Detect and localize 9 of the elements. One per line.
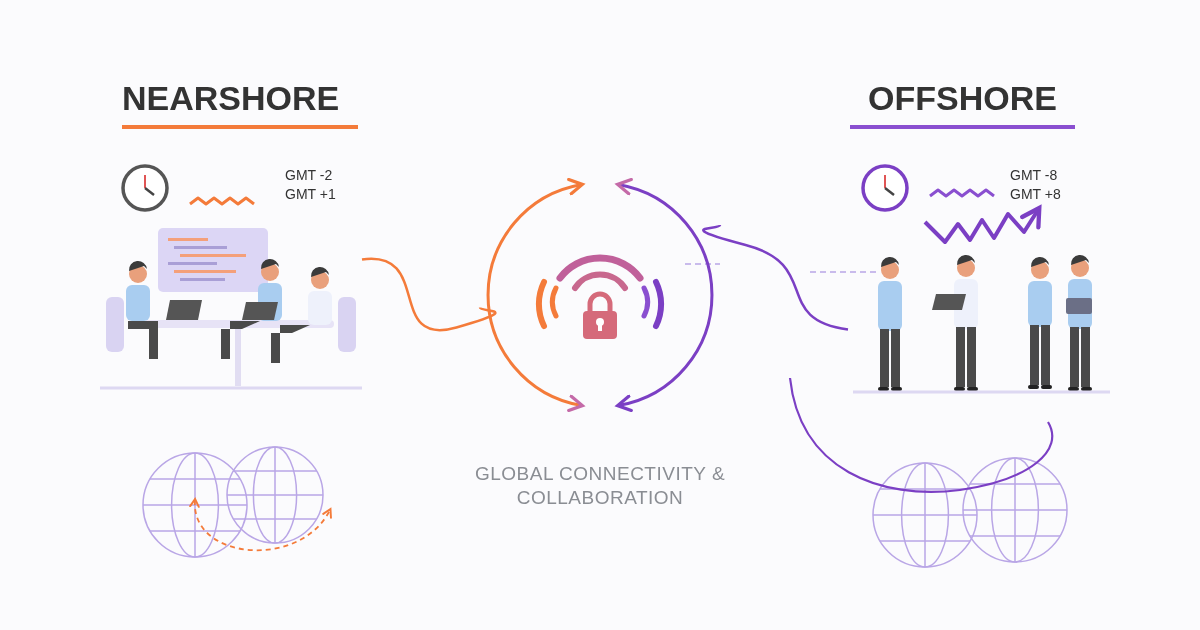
time-zone-label: GMT -2	[285, 166, 333, 184]
time-zone-label: GMT -8	[1010, 166, 1058, 184]
time-zone-label: GMT +1	[285, 185, 336, 203]
connector-line	[361, 257, 496, 332]
section-heading: OFFSHORE	[868, 78, 1057, 118]
time-zone-label: GMT +8	[1010, 185, 1061, 203]
caption-text: GLOBAL CONNECTIVITY & COLLABORATION	[473, 462, 727, 510]
connector-line	[702, 223, 849, 331]
section-heading: NEARSHORE	[122, 78, 340, 118]
